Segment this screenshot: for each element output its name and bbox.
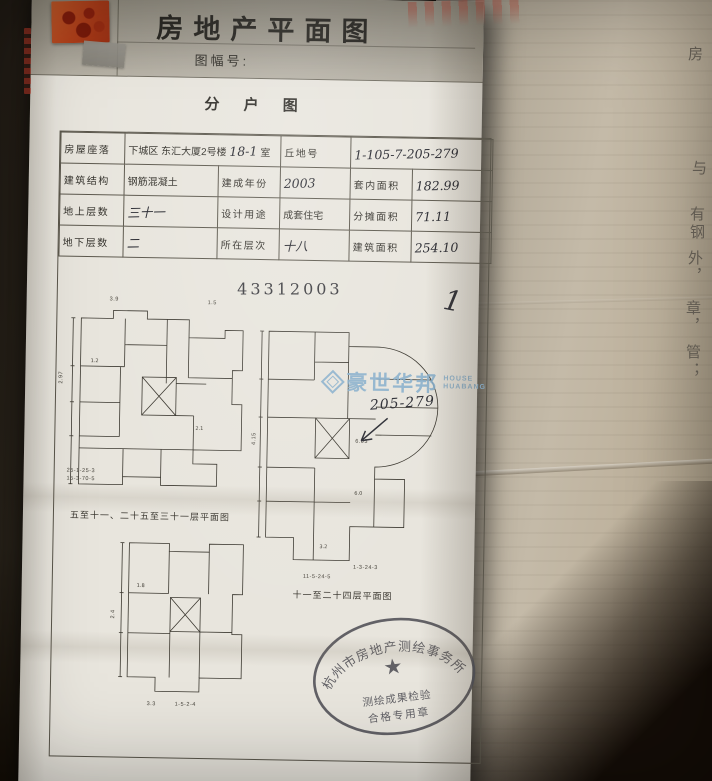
plan-dimension-text: 1.2 xyxy=(91,358,99,364)
background-text-fragment: 房 xyxy=(686,46,702,64)
agency-watermark-en-line2: HUABANG xyxy=(443,383,487,391)
plan-annotation: 2.97 xyxy=(58,370,65,384)
field-label-floors-above: 地上层数 xyxy=(59,194,125,227)
background-text-fragment: 有钢 xyxy=(688,206,704,242)
plan-annotation: 4.15 xyxy=(251,432,258,445)
address-room-suffix: 室 xyxy=(260,147,271,159)
shared-area-text: 71.11 xyxy=(415,208,452,224)
floors-above-text: 三十一 xyxy=(127,204,165,220)
document-number: 43312003 xyxy=(237,279,343,299)
field-label-address: 房屋座落 xyxy=(60,132,126,165)
plan-annotation: 3.9 xyxy=(109,296,119,303)
floor-plan-left: 1.2 2.1 xyxy=(68,310,244,487)
field-label-usage: 设计用途 xyxy=(217,196,280,229)
field-value-floors-above: 三十一 xyxy=(123,195,218,228)
plan-dimension-text: 2.1 xyxy=(195,426,203,432)
seal-line-inspection: 测绘成果检验 xyxy=(362,688,432,709)
plan-dimension-text: 3.2 xyxy=(319,544,327,550)
agency-watermark-en: HOUSE HUABANG xyxy=(443,375,486,392)
sheet-number-label: 图幅号: xyxy=(194,52,250,69)
background-text-fragment: 章， xyxy=(684,300,700,336)
field-label-lot-number: 丘地号 xyxy=(280,135,352,169)
table-row: 地下层数 二 所在层次 十八 建筑面积 254.10 xyxy=(58,225,492,264)
field-value-address: 下城区 东汇大厦2号楼 18-1 室 xyxy=(124,133,282,167)
seal-line-qualified: 合格专用章 xyxy=(367,705,430,725)
address-text: 下城区 东汇大厦2号楼 xyxy=(128,145,227,158)
background-text-fragment: 管； xyxy=(684,344,700,380)
plan-annotation: 1.5 xyxy=(207,300,217,307)
caption-floors-5-11-25-31: 五至十一、二十五至三十一层平面图 xyxy=(69,509,230,523)
field-label-structure: 建筑结构 xyxy=(60,163,125,196)
plan-annotation: 3.3 xyxy=(146,701,156,708)
field-value-usage: 成套住宅 xyxy=(279,197,350,231)
field-label-year-built: 建成年份 xyxy=(217,165,281,198)
field-value-shared-area: 71.11 xyxy=(411,200,492,233)
plan-annotation: 11-5-24-5 xyxy=(302,573,331,581)
document-page: 房地产平面图 图幅号: 分 户 图 房屋座落 下城区 东汇大厦2号楼 18-1 … xyxy=(18,0,494,781)
field-value-interior-area: 182.99 xyxy=(411,169,493,202)
plan-annotation: 2.4 xyxy=(110,609,117,619)
lot-number-text: 1-105-7-205-279 xyxy=(354,145,459,162)
plan-outline-box: 房屋座落 下城区 东汇大厦2号楼 18-1 室 丘地号 1-105-7-205-… xyxy=(48,130,494,764)
year-built-text: 2003 xyxy=(283,174,316,191)
agency-watermark: 豪世华邦 HOUSE HUABANG xyxy=(320,366,486,399)
plan-dimension-text: 6.0 xyxy=(354,491,362,497)
plan-annotation: 25-1-25-3 xyxy=(66,467,96,475)
field-label-building-area: 建筑面积 xyxy=(348,230,412,263)
address-unit-number: 18-1 xyxy=(229,142,258,159)
field-value-floors-below: 二 xyxy=(122,226,218,259)
arrow-icon xyxy=(360,417,389,442)
floor-plan-bottom: 1.8 xyxy=(118,542,244,693)
field-label-interior-area: 套内面积 xyxy=(349,168,413,201)
photo-dark-corner xyxy=(436,481,712,781)
plan-annotation: 1-3-24-3 xyxy=(352,564,378,572)
background-page: 房 与 有钢 外， 章， 管； xyxy=(426,0,712,781)
floor-level-text: 十八 xyxy=(282,237,308,254)
agency-logo-icon xyxy=(320,369,345,394)
caption-floors-11-24: 十一至二十四层平面图 xyxy=(292,589,393,602)
red-stamp-remnant xyxy=(407,0,521,28)
building-area-text: 254.10 xyxy=(414,239,459,255)
background-text-fragment: 与 xyxy=(690,160,706,178)
gray-label-tag xyxy=(81,40,126,69)
field-value-structure: 钢筋混凝土 xyxy=(124,164,219,197)
subtitle-unit-plan: 分 户 图 xyxy=(204,96,308,115)
floors-below-text: 二 xyxy=(126,235,140,251)
plan-annotation: 15-3-70-5 xyxy=(66,475,95,483)
floor-plan-right: 6.0 3.2 xyxy=(256,330,439,562)
field-label-floors-below: 地下层数 xyxy=(58,225,124,258)
agency-watermark-cn: 豪世华邦 xyxy=(346,371,439,397)
property-info-table: 房屋座落 下城区 东汇大厦2号楼 18-1 室 丘地号 1-105-7-205-… xyxy=(58,132,494,265)
field-label-floor-level: 所在层次 xyxy=(216,227,280,260)
red-seal-sticker xyxy=(51,0,110,44)
left-edge-red-marking xyxy=(24,28,31,94)
field-value-building-area: 254.10 xyxy=(410,231,492,264)
seal-star-icon: ★ xyxy=(382,654,404,680)
background-text-fragment: 外， xyxy=(686,250,702,286)
survey-office-seal: 杭州市房地产测绘事务所 ★ 测绘成果检验 合格专用章 xyxy=(313,617,476,736)
field-value-floor-level: 十八 xyxy=(278,228,350,262)
field-value-year-built: 2003 xyxy=(279,166,351,200)
field-value-lot-number: 1-105-7-205-279 xyxy=(350,137,494,171)
plan-dimension-text: 1.8 xyxy=(137,583,145,589)
field-label-shared-area: 分摊面积 xyxy=(349,199,412,232)
interior-area-text: 182.99 xyxy=(415,177,460,193)
page-title: 房地产平面图 xyxy=(156,13,379,48)
plan-annotation: 1-5-2-4 xyxy=(174,701,196,708)
